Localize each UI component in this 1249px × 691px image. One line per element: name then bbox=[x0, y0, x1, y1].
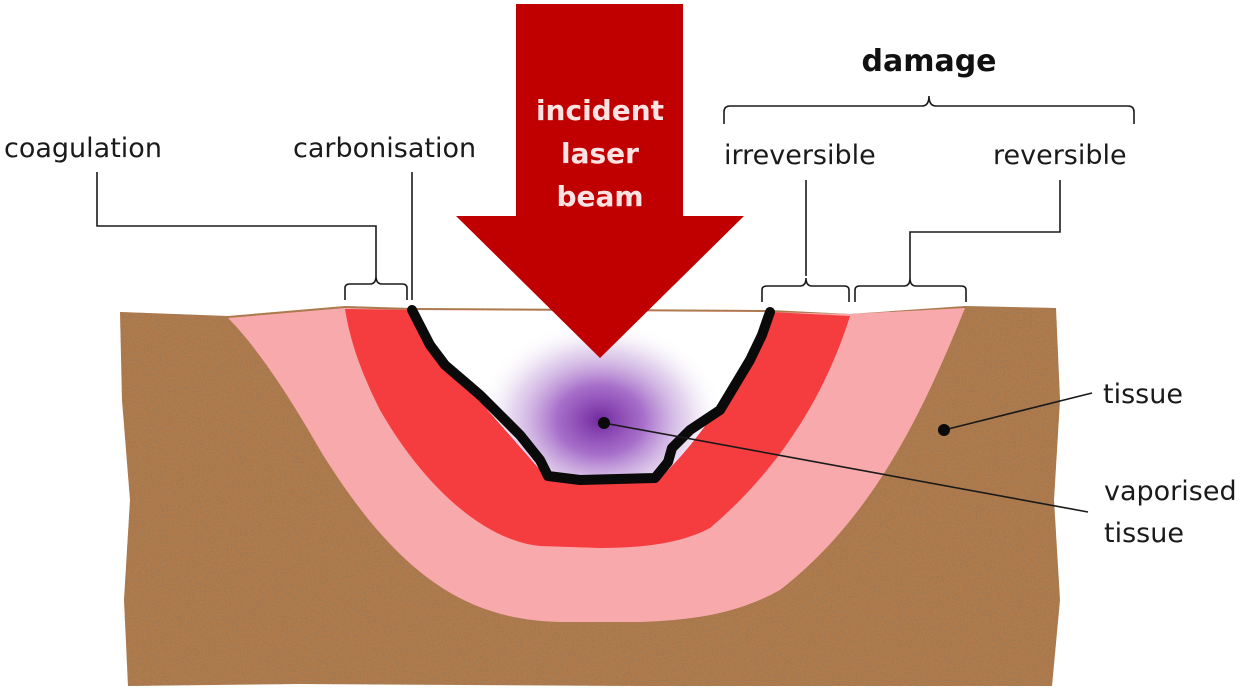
beam-label-line2: laser bbox=[561, 137, 639, 170]
irreversible-label: irreversible bbox=[724, 140, 876, 171]
vaporised-label-line1: vaporised bbox=[1104, 476, 1237, 507]
damage-bracket bbox=[723, 95, 1135, 124]
tissue-label: tissue bbox=[1103, 379, 1183, 410]
vaporised-label-line2: tissue bbox=[1104, 518, 1184, 549]
irreversible-bracket bbox=[761, 277, 850, 302]
laser-beam-arrow bbox=[456, 4, 744, 358]
beam-label-line3: beam bbox=[556, 180, 643, 213]
reversible-label: reversible bbox=[993, 140, 1127, 171]
tissue-leader bbox=[943, 392, 1093, 431]
reversible-bracket bbox=[854, 277, 967, 302]
tissue-pointer-dot bbox=[938, 424, 950, 436]
carbonisation-layer bbox=[407, 305, 775, 485]
beam-label-line1: incident bbox=[536, 94, 664, 127]
vaporised-pointer-dot bbox=[598, 417, 610, 429]
coagulation-leader bbox=[96, 172, 377, 276]
damage-label: damage bbox=[861, 44, 996, 79]
reversible-leader bbox=[909, 180, 1061, 278]
coagulation-bracket bbox=[344, 275, 408, 300]
coagulation-label: coagulation bbox=[4, 133, 162, 164]
carbonisation-label: carbonisation bbox=[293, 133, 476, 164]
vaporised-leader bbox=[603, 422, 1089, 513]
